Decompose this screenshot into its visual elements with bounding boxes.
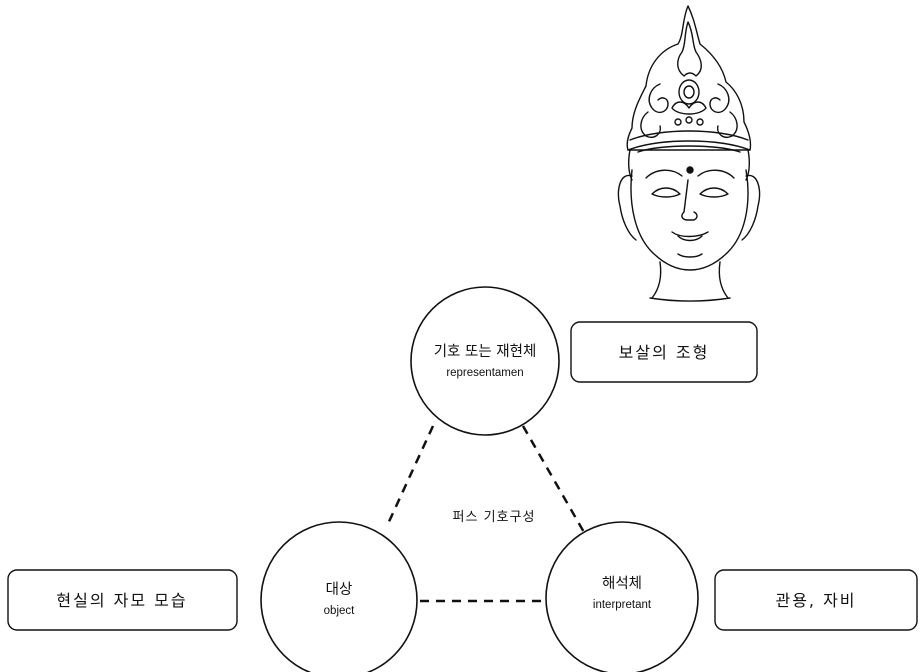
node-interpretant: 해석체 interpretant [545, 521, 699, 672]
box-object-example-text: 현실의 자모 모습 [56, 591, 187, 610]
triangle-connectors [385, 425, 587, 603]
box-representamen-example-text: 보살의 조형 [619, 343, 710, 362]
node-representamen-label: 기호 또는 재현체 [434, 343, 537, 360]
node-representamen-sublabel: representamen [446, 367, 523, 379]
node-object: 대상 object [260, 521, 418, 672]
center-label: 퍼스 기호구성 [453, 510, 536, 525]
node-object-label: 대상 [326, 581, 353, 598]
node-representamen: 기호 또는 재현체 representamen [410, 286, 560, 436]
connector-representamen-object [385, 425, 435, 527]
box-representamen-example: 보살의 조형 [570, 321, 758, 383]
node-interpretant-sublabel: interpretant [593, 599, 652, 611]
box-interpretant-example-text: 관용, 자비 [775, 591, 856, 610]
node-interpretant-label: 해석체 [602, 575, 642, 592]
box-object-example: 현실의 자모 모습 [7, 569, 238, 631]
box-interpretant-example: 관용, 자비 [714, 569, 918, 631]
connector-representamen-interpretant [521, 425, 587, 535]
bodhisattva-head-illustration [617, 5, 761, 302]
node-object-sublabel: object [324, 605, 355, 617]
